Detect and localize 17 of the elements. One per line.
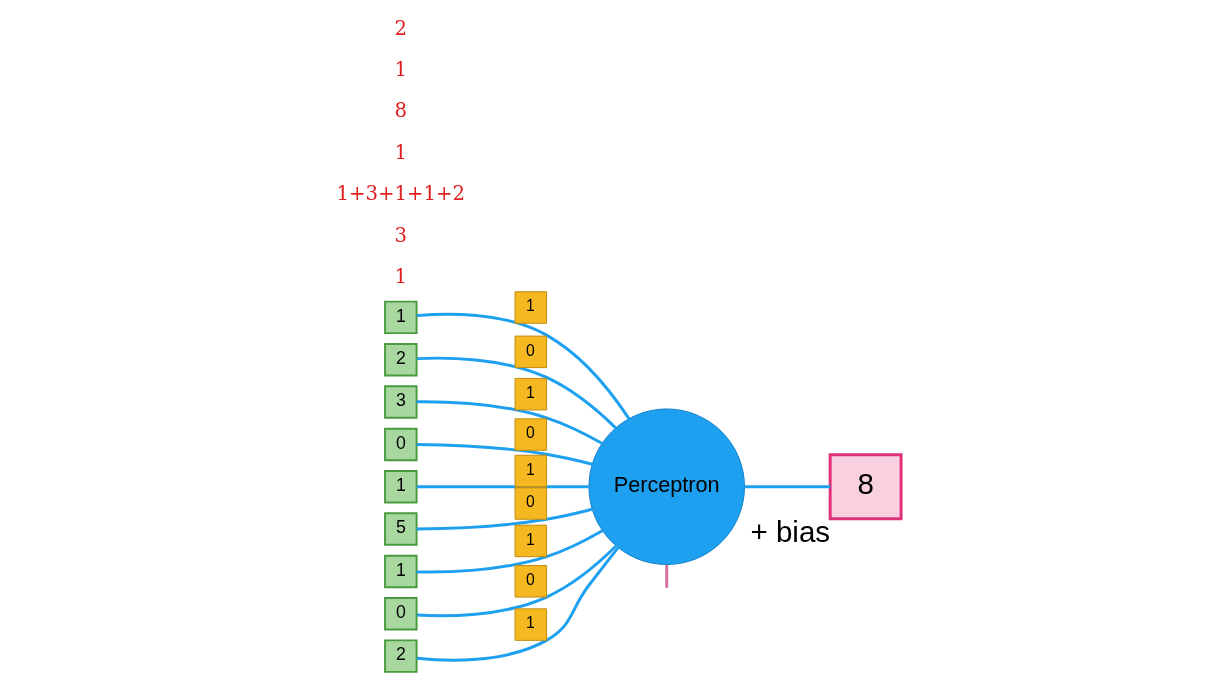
label: 1 — [394, 58, 408, 82]
edge-label: 0 — [525, 571, 535, 589]
edge-label: 1 — [525, 614, 535, 632]
label: 1 — [394, 264, 408, 288]
edge-label: 1 — [525, 460, 535, 478]
label: 1 — [394, 140, 408, 164]
node-label: + bias — [750, 515, 831, 549]
edge-label: 0 — [525, 341, 535, 359]
label: 3 — [394, 223, 408, 247]
edge-label: 0 — [525, 424, 535, 442]
label: 2 — [394, 16, 408, 40]
label: 8 — [394, 99, 408, 123]
label: 1+3+1+1+2 — [336, 182, 466, 206]
edge-label: 1 — [525, 297, 535, 315]
edge-label: 0 — [525, 493, 535, 511]
edge-label: 1 — [525, 383, 535, 401]
edge-label: 1 — [525, 530, 535, 548]
